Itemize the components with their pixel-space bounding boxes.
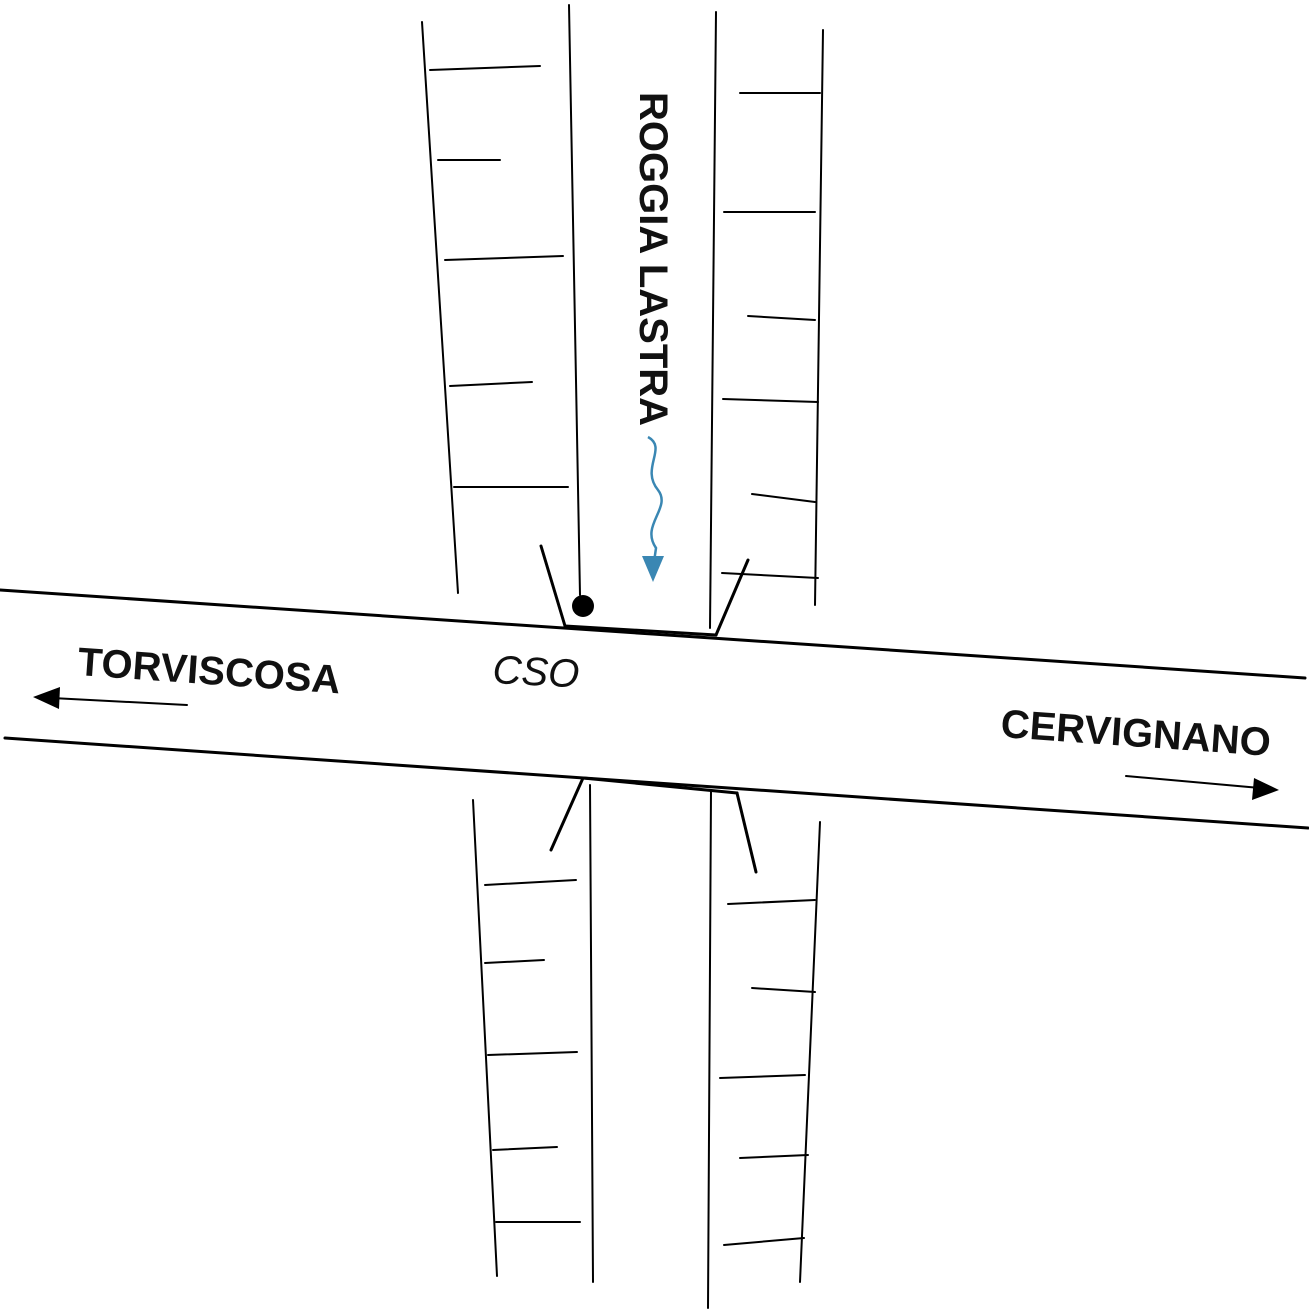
cso-point-marker — [572, 595, 594, 617]
flow-arrow-line — [647, 435, 663, 563]
west-arrow — [33, 687, 188, 709]
canal-north — [421, 4, 824, 637]
east-arrow — [1125, 775, 1279, 800]
south-right-hatches — [719, 899, 816, 1246]
flow-arrow-head — [642, 556, 664, 582]
cso-label: CSO — [492, 648, 581, 696]
north-bank-outer-left — [421, 21, 459, 594]
culvert-inlet — [539, 544, 750, 637]
flow-direction-arrow — [642, 435, 664, 582]
south-left-hatches — [484, 879, 581, 1223]
canal-south — [472, 776, 821, 1309]
culvert-outlet — [549, 776, 758, 874]
north-left-hatches — [429, 65, 569, 488]
east-destination-label: CERVIGNANO — [999, 702, 1272, 765]
south-bank-inner-left — [589, 784, 594, 1283]
south-bank-inner-right — [707, 789, 712, 1309]
south-bank-outer-right — [799, 821, 821, 1283]
road-north-edge — [0, 588, 1307, 680]
canal-name-label: ROGGIA LASTRA — [631, 92, 675, 426]
north-bank-inner-right — [709, 11, 717, 629]
west-destination-label: TORVISCOSA — [76, 640, 341, 702]
north-right-hatches — [721, 92, 821, 579]
south-bank-outer-left — [472, 799, 498, 1277]
road — [0, 588, 1309, 830]
north-bank-outer-right — [814, 29, 824, 606]
road-south-edge — [3, 736, 1309, 830]
north-bank-inner-left — [568, 4, 581, 596]
